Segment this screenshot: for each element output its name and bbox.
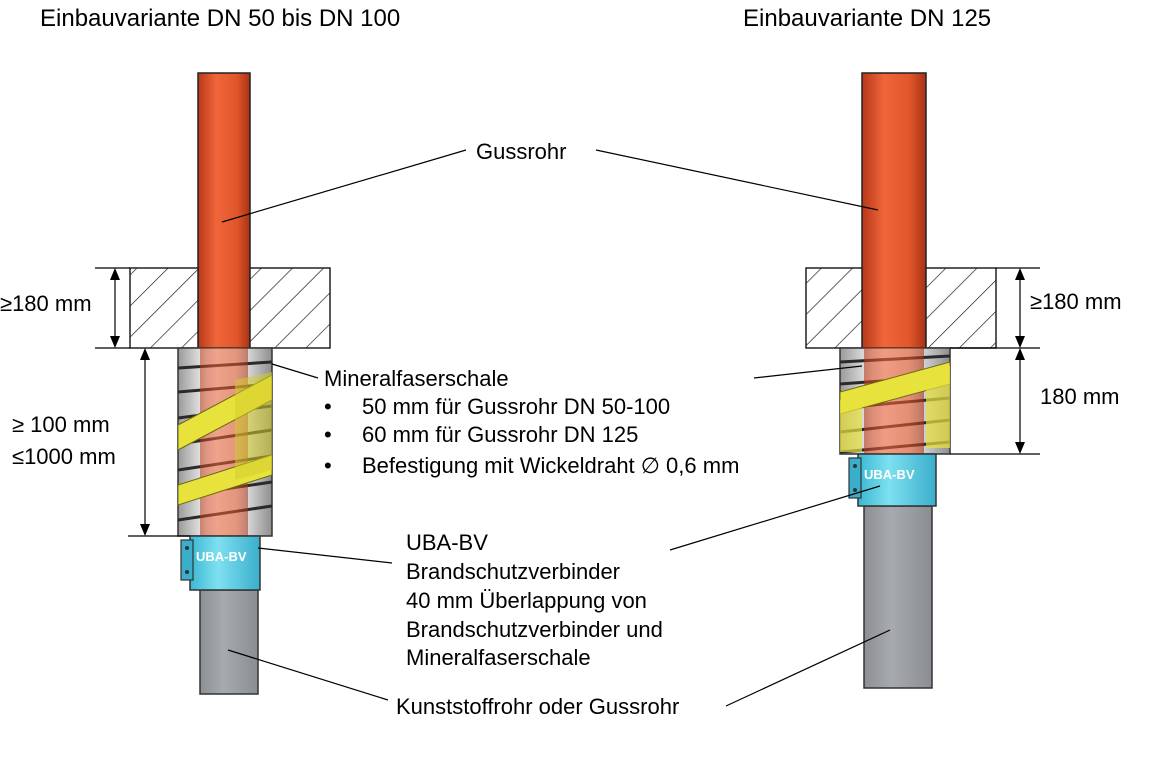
bullet-2-text: 60 mm für Gussrohr DN 125 [362,422,638,447]
label-uba-line-2: Brandschutzverbinder [406,559,620,584]
leader-mineral-left [271,363,319,379]
leader-gussrohr-left [221,149,467,223]
bullet-3-text: Befestigung mit Wickeldraht ∅ 0,6 mm [362,453,739,478]
label-uba-line-1: UBA-BV [406,530,488,555]
bullet-1-glyph: • [324,394,332,419]
left-slab-thickness: ≥180 mm [0,291,92,316]
leader-kunststoff-left [227,649,389,701]
bullet-2-glyph: • [324,422,332,447]
leader-lines [221,149,891,707]
left-shell-length-max: ≤1000 mm [12,444,116,469]
left-uba-connector: UBA-BV [180,535,261,591]
left-slab-dimension [95,267,130,349]
right-plastic-pipe [863,505,933,689]
left-uba-badge: UBA-BV [196,549,247,564]
right-uba-connector: UBA-BV [848,453,937,507]
bullet-1-text: 50 mm für Gussrohr DN 50-100 [362,394,670,419]
right-mineral-shell [839,347,951,455]
leader-kunststoff-right [725,629,891,707]
right-uba-badge: UBA-BV [864,467,915,482]
label-uba-line-4: Brandschutzverbinder und [406,617,663,642]
label-uba-line-5: Mineralfaserschale [406,645,591,670]
title-right: Einbauvariante DN 125 [743,5,991,32]
right-slab-dimension [950,267,1040,349]
leader-gussrohr-right [595,149,879,211]
left-assembly: UBA-BV ≥180 mm ≥ 100 mm ≤1000 mm [0,72,331,695]
left-plastic-pipe [199,589,259,695]
left-shell-length-min: ≥ 100 mm [12,412,110,437]
label-uba-line-3: 40 mm Überlappung von [406,588,647,613]
label-gussrohr: Gussrohr [476,139,566,164]
leader-uba-right [669,485,881,551]
left-shell-dimension [128,348,190,537]
right-assembly: UBA-BV ≥180 mm 180 mm [805,72,1122,689]
left-mineral-shell [177,347,273,537]
right-shell-dimension [950,348,1040,455]
label-mineralfaserschale: Mineralfaserschale [324,366,509,391]
leader-mineral-right [753,365,863,379]
right-slab-thickness: ≥180 mm [1030,289,1122,314]
bullet-3-glyph: • [324,453,332,478]
leader-uba-left [257,547,393,564]
label-kunststoffrohr: Kunststoffrohr oder Gussrohr [396,694,679,719]
title-left: Einbauvariante DN 50 bis DN 100 [40,5,400,32]
right-shell-length: 180 mm [1040,384,1119,409]
